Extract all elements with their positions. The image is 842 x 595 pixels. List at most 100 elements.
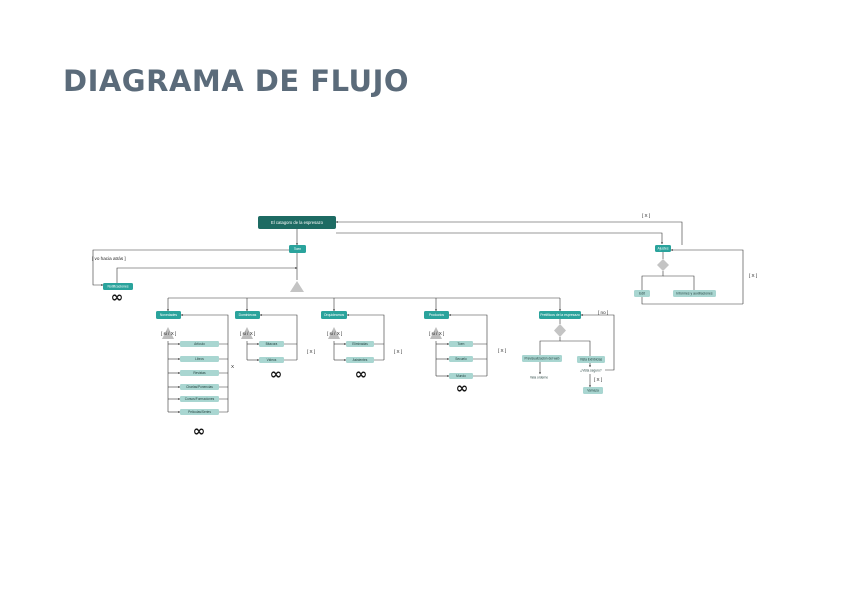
edge-home-notif — [92, 249, 290, 286]
node-start[interactable]: El catagoro de la espresazo — [258, 216, 336, 229]
svg-text:Notificaciones: Notificaciones — [107, 285, 128, 289]
svg-text:Orquideamos: Orquideamos — [324, 313, 345, 317]
svg-text:Charlas/Ponencias: Charlas/Ponencias — [186, 385, 213, 389]
nodes: El catagoro de la espresazo Toen Notific… — [103, 216, 716, 415]
edges — [92, 221, 744, 413]
label-x-s4: [ X ] — [498, 348, 506, 353]
node-ajustes-b[interactable]: Informes y auxiliaciones — [673, 290, 716, 297]
svg-text:Ajustes: Ajustes — [657, 247, 668, 251]
s5-return — [580, 314, 615, 371]
label-x-s3: [ X ] — [394, 349, 402, 354]
svg-text:Revistas: Revistas — [193, 371, 206, 375]
ajustes-return — [670, 249, 744, 304]
svg-text:Bitacora: Bitacora — [266, 342, 278, 346]
svg-text:Mundo: Mundo — [456, 374, 466, 378]
node-section-1[interactable]: Novedades — [156, 311, 181, 319]
label-x-right: [ X ] — [749, 273, 757, 278]
node-home[interactable]: Toen — [289, 245, 306, 253]
s2-return — [259, 314, 298, 360]
label-x-s2: [ X ] — [307, 349, 315, 354]
infinity-icon: ∞ — [456, 379, 469, 397]
svg-text:Toen: Toen — [294, 247, 301, 251]
svg-text:El catagoro de la espresazo: El catagoro de la espresazo — [271, 220, 324, 225]
label-x-top: [ X ] — [642, 213, 650, 218]
page-title: DIAGRAMA DE FLUJO — [63, 64, 410, 98]
infinity-icon: ∞ — [355, 365, 368, 383]
s1-item[interactable]: Películas/Series — [180, 409, 219, 415]
infinity-symbols: ∞ ∞ ∞ ∞ ∞ — [111, 288, 469, 440]
infinity-icon: ∞ — [111, 288, 124, 306]
fork-triangle-icon — [290, 281, 304, 292]
fork-symbols — [162, 259, 669, 339]
s5-confirm[interactable]: ¿Vista seguro? — [577, 367, 605, 374]
svg-text:Películas/Series: Películas/Series — [188, 410, 211, 414]
s3-item[interactable]: Asistentes — [346, 357, 374, 363]
svg-text:Cursos/Formaciones: Cursos/Formaciones — [185, 397, 215, 401]
s5-preview[interactable]: Previsualización del web — [522, 355, 562, 362]
s2-fork-icon — [241, 327, 253, 339]
label-x-s1: X — [231, 364, 234, 369]
s5-exhibit[interactable]: Vista Exhibicias — [577, 356, 605, 363]
s1-return — [180, 314, 229, 412]
node-section-3[interactable]: Orquideamos — [321, 311, 347, 319]
s4-fork-icon — [430, 327, 442, 339]
s1-item[interactable]: Revistas — [180, 370, 219, 376]
edge-ajustes-start — [335, 221, 683, 245]
infinity-icon: ∞ — [193, 422, 206, 440]
edge-notif-home — [116, 267, 298, 283]
node-section-4[interactable]: Productos — [424, 311, 449, 319]
svg-text:Toen: Toen — [458, 342, 465, 346]
s1-item[interactable]: Cursos/Formaciones — [180, 396, 219, 402]
svg-text:Pretiflicos de la espresazo: Pretiflicos de la espresazo — [540, 313, 580, 317]
s4-item[interactable]: Mundo — [449, 373, 473, 379]
edge-labels: [ vo hacia atrás ] [ X ] [ X ] X [ X ] [… — [92, 213, 757, 382]
node-section-2[interactable]: Dominiecas — [235, 311, 260, 319]
svg-text:Videos: Videos — [267, 358, 277, 362]
label-x-s5-back: [ no ] — [598, 310, 608, 315]
gate-s2: [ si / X ] — [240, 331, 255, 336]
s3-item[interactable]: Eliminadas — [346, 341, 374, 347]
node-section-5[interactable]: Pretiflicos de la espresazo — [539, 311, 581, 319]
s5-preview-out[interactable]: Vela orderne — [527, 374, 551, 381]
label-x-s5: [ X ] — [594, 377, 602, 382]
svg-text:Secuelo: Secuelo — [455, 357, 467, 361]
svg-text:Asistentes: Asistentes — [353, 358, 368, 362]
svg-text:Edit: Edit — [639, 292, 645, 296]
svg-text:Artículo: Artículo — [194, 342, 205, 346]
ajustes-decision-icon — [657, 259, 669, 271]
node-notifications[interactable]: Notificaciones — [103, 283, 133, 290]
edge-start-ajustes — [336, 232, 663, 245]
infinity-icon: ∞ — [270, 365, 283, 383]
label-exit: [ vo hacia atrás ] — [92, 256, 126, 261]
gate-s3: [ si / X ] — [327, 331, 342, 336]
s5-exhibit-out[interactable]: Vamaza — [583, 387, 603, 394]
node-edit[interactable]: Edit — [634, 290, 650, 297]
svg-text:¿Vista seguro?: ¿Vista seguro? — [580, 369, 602, 373]
svg-text:Dominiecas: Dominiecas — [239, 313, 257, 317]
svg-text:Vamaza: Vamaza — [587, 389, 599, 393]
s1-item[interactable]: Libros — [180, 356, 219, 362]
svg-text:Vista Exhibicias: Vista Exhibicias — [580, 358, 603, 362]
node-ajustes[interactable]: Ajustes — [655, 245, 671, 252]
s1-item[interactable]: Artículo — [180, 341, 219, 347]
svg-text:Previsualización del web: Previsualización del web — [525, 357, 560, 361]
s2-item[interactable]: Videos — [259, 357, 284, 363]
s5-decision-icon — [554, 324, 566, 337]
s2-item[interactable]: Bitacora — [259, 341, 284, 347]
gate-s4: [ si / X ] — [429, 331, 444, 336]
s4-item[interactable]: Secuelo — [449, 356, 473, 362]
svg-text:Eliminadas: Eliminadas — [352, 342, 368, 346]
svg-text:Informes y auxiliaciones: Informes y auxiliaciones — [676, 292, 712, 296]
s4-item[interactable]: Toen — [449, 341, 473, 347]
svg-text:Libros: Libros — [195, 357, 204, 361]
svg-text:Vela orderne: Vela orderne — [530, 376, 548, 380]
s1-fork-icon — [162, 327, 174, 339]
s1-item[interactable]: Charlas/Ponencias — [180, 384, 219, 390]
svg-text:Novedades: Novedades — [160, 313, 177, 317]
s3-fork-icon — [328, 327, 340, 339]
gate-s1: [ si / X ] — [161, 331, 176, 336]
svg-text:Productos: Productos — [429, 313, 445, 317]
s4-return — [448, 314, 488, 376]
s3-return — [346, 314, 385, 360]
